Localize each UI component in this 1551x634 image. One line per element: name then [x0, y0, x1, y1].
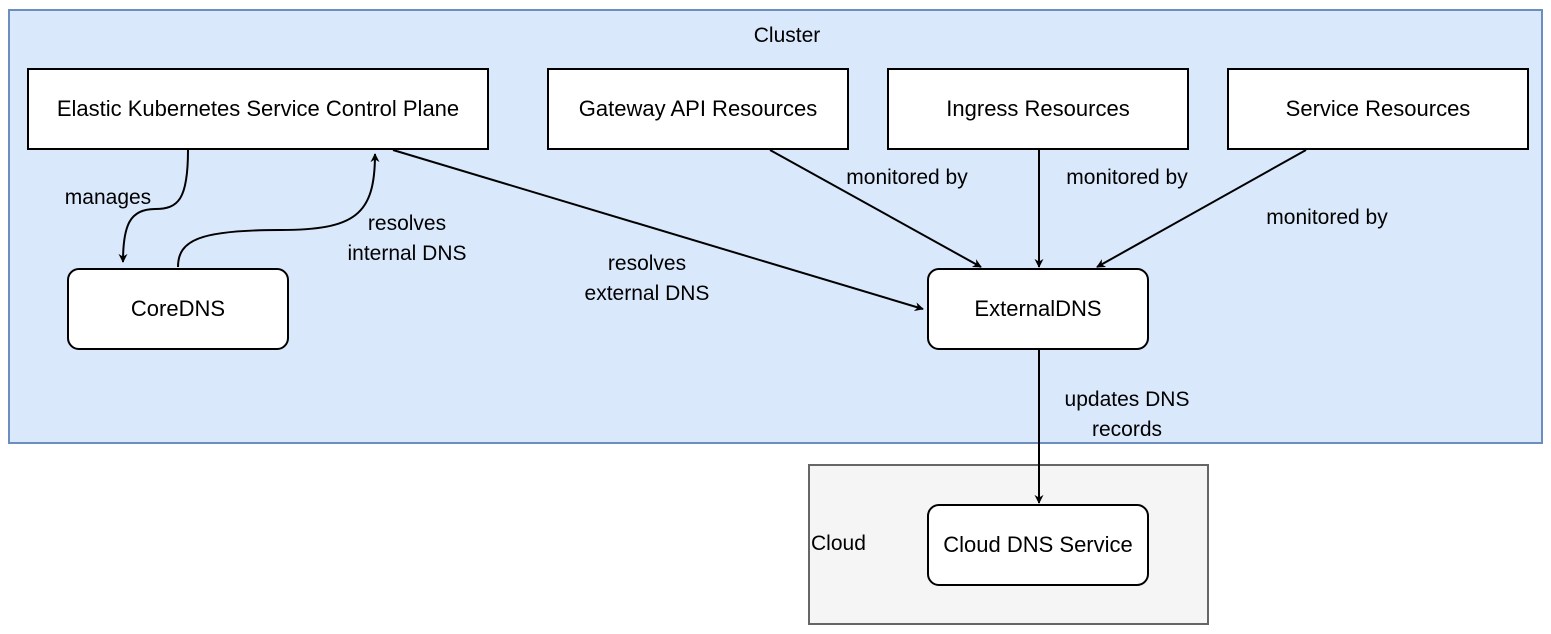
node-service-resources[interactable]: Service Resources — [1227, 68, 1529, 150]
edge-label-updates-dns-records: updates DNS records — [1047, 385, 1207, 445]
edge-label-line: records — [1091, 418, 1163, 441]
node-coredns[interactable]: CoreDNS — [67, 268, 289, 350]
node-ingress-resources[interactable]: Ingress Resources — [887, 68, 1189, 150]
edge-manages — [118, 149, 189, 263]
edge-label-resolves-internal: resolves internal DNS — [327, 209, 487, 269]
node-externaldns[interactable]: ExternalDNS — [927, 268, 1149, 350]
edge-resolves-internal — [177, 153, 380, 268]
node-eks-control-plane[interactable]: Elastic Kubernetes Service Control Plane — [27, 68, 489, 150]
edge-label-monitored-gateway: monitored by — [846, 166, 968, 189]
edge-label-manages: manages — [64, 186, 152, 209]
edge-monitored-service — [1096, 149, 1307, 268]
edge-label-monitored-ingress: monitored by — [1066, 166, 1188, 189]
cloud-label: Cloud — [811, 532, 866, 555]
node-gateway-api-resources[interactable]: Gateway API Resources — [547, 68, 849, 150]
edge-label-resolves-external: resolves external DNS — [562, 249, 732, 309]
edge-label-line: external DNS — [584, 282, 710, 305]
edge-resolves-external — [392, 149, 924, 311]
edge-label-line: internal DNS — [347, 242, 467, 265]
node-cloud-dns-service[interactable]: Cloud DNS Service — [927, 504, 1149, 586]
edge-monitored-gateway — [769, 149, 982, 268]
cluster-label: Cluster — [753, 24, 821, 47]
edge-label-monitored-service: monitored by — [1266, 206, 1388, 229]
edge-label-line: resolves — [607, 252, 687, 275]
edge-label-line: updates DNS — [1064, 388, 1190, 411]
edge-label-line: resolves — [367, 212, 447, 235]
